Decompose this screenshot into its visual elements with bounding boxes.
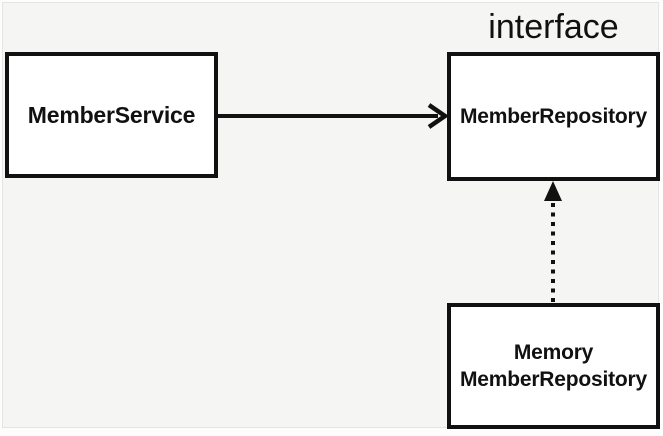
node-memory-member-repository-label-line1: Memory (513, 341, 594, 364)
node-member-repository: MemberRepository (447, 52, 660, 181)
node-member-repository-label: MemberRepository (459, 104, 647, 128)
node-member-service-label: MemberService (27, 101, 196, 128)
interface-stereotype-label: interface (488, 8, 619, 46)
node-member-service: MemberService (5, 52, 218, 178)
node-memory-member-repository: Memory MemberRepository (447, 303, 660, 429)
node-memory-member-repository-label-line2: MemberRepository (459, 368, 647, 391)
